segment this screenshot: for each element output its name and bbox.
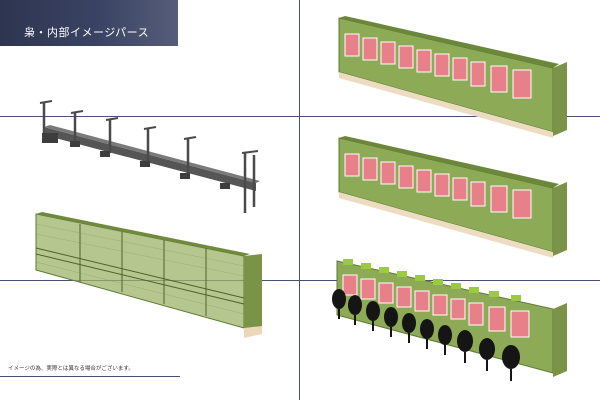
row-divider-bottom <box>0 280 600 281</box>
disclaimer-note: イメージの為、実際とは異なる場合がございます。 <box>8 366 134 372</box>
title-bar: 枭・内部イメージパース <box>0 0 178 46</box>
machine-row-render-1 <box>338 16 567 138</box>
machine-row-render-2 <box>338 136 567 258</box>
steel-frame-render <box>39 100 260 213</box>
center-divider <box>299 0 300 400</box>
machine-row-with-seats-render <box>332 259 567 381</box>
page-title: 枭・内部イメージパース <box>24 26 150 39</box>
enclosure-render <box>35 212 262 338</box>
caption-underline <box>0 376 180 377</box>
row-divider-top <box>0 116 600 117</box>
